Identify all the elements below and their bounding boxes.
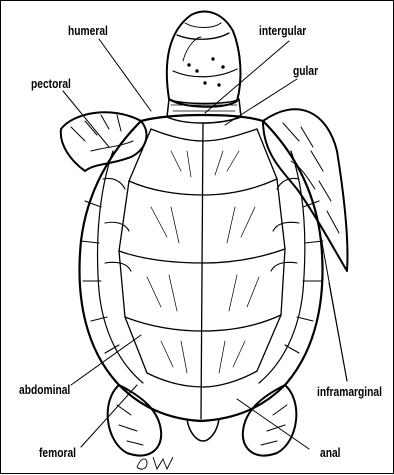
neck <box>167 99 241 123</box>
label-femoral: femoral <box>39 447 76 460</box>
left-front-flipper <box>61 112 147 171</box>
intergular-leader <box>205 41 289 113</box>
pectoral-leader <box>63 91 109 147</box>
humeral-leader <box>99 39 151 111</box>
left-rear-flipper <box>108 385 162 456</box>
abdominal-leader <box>71 335 141 385</box>
label-pectoral: pectoral <box>31 78 71 91</box>
plastron-scutes <box>119 123 285 419</box>
label-inframarginal: inframarginal <box>317 386 382 399</box>
tail <box>187 419 219 441</box>
label-abdominal: abdominal <box>19 384 70 397</box>
label-gular: gular <box>293 65 318 78</box>
femoral-leader <box>81 385 137 447</box>
label-anal: anal <box>320 447 341 460</box>
right-rear-flipper <box>243 385 297 456</box>
label-intergular: intergular <box>259 25 306 38</box>
inframarginal-leader-2 <box>329 283 347 381</box>
label-humeral: humeral <box>68 25 108 38</box>
